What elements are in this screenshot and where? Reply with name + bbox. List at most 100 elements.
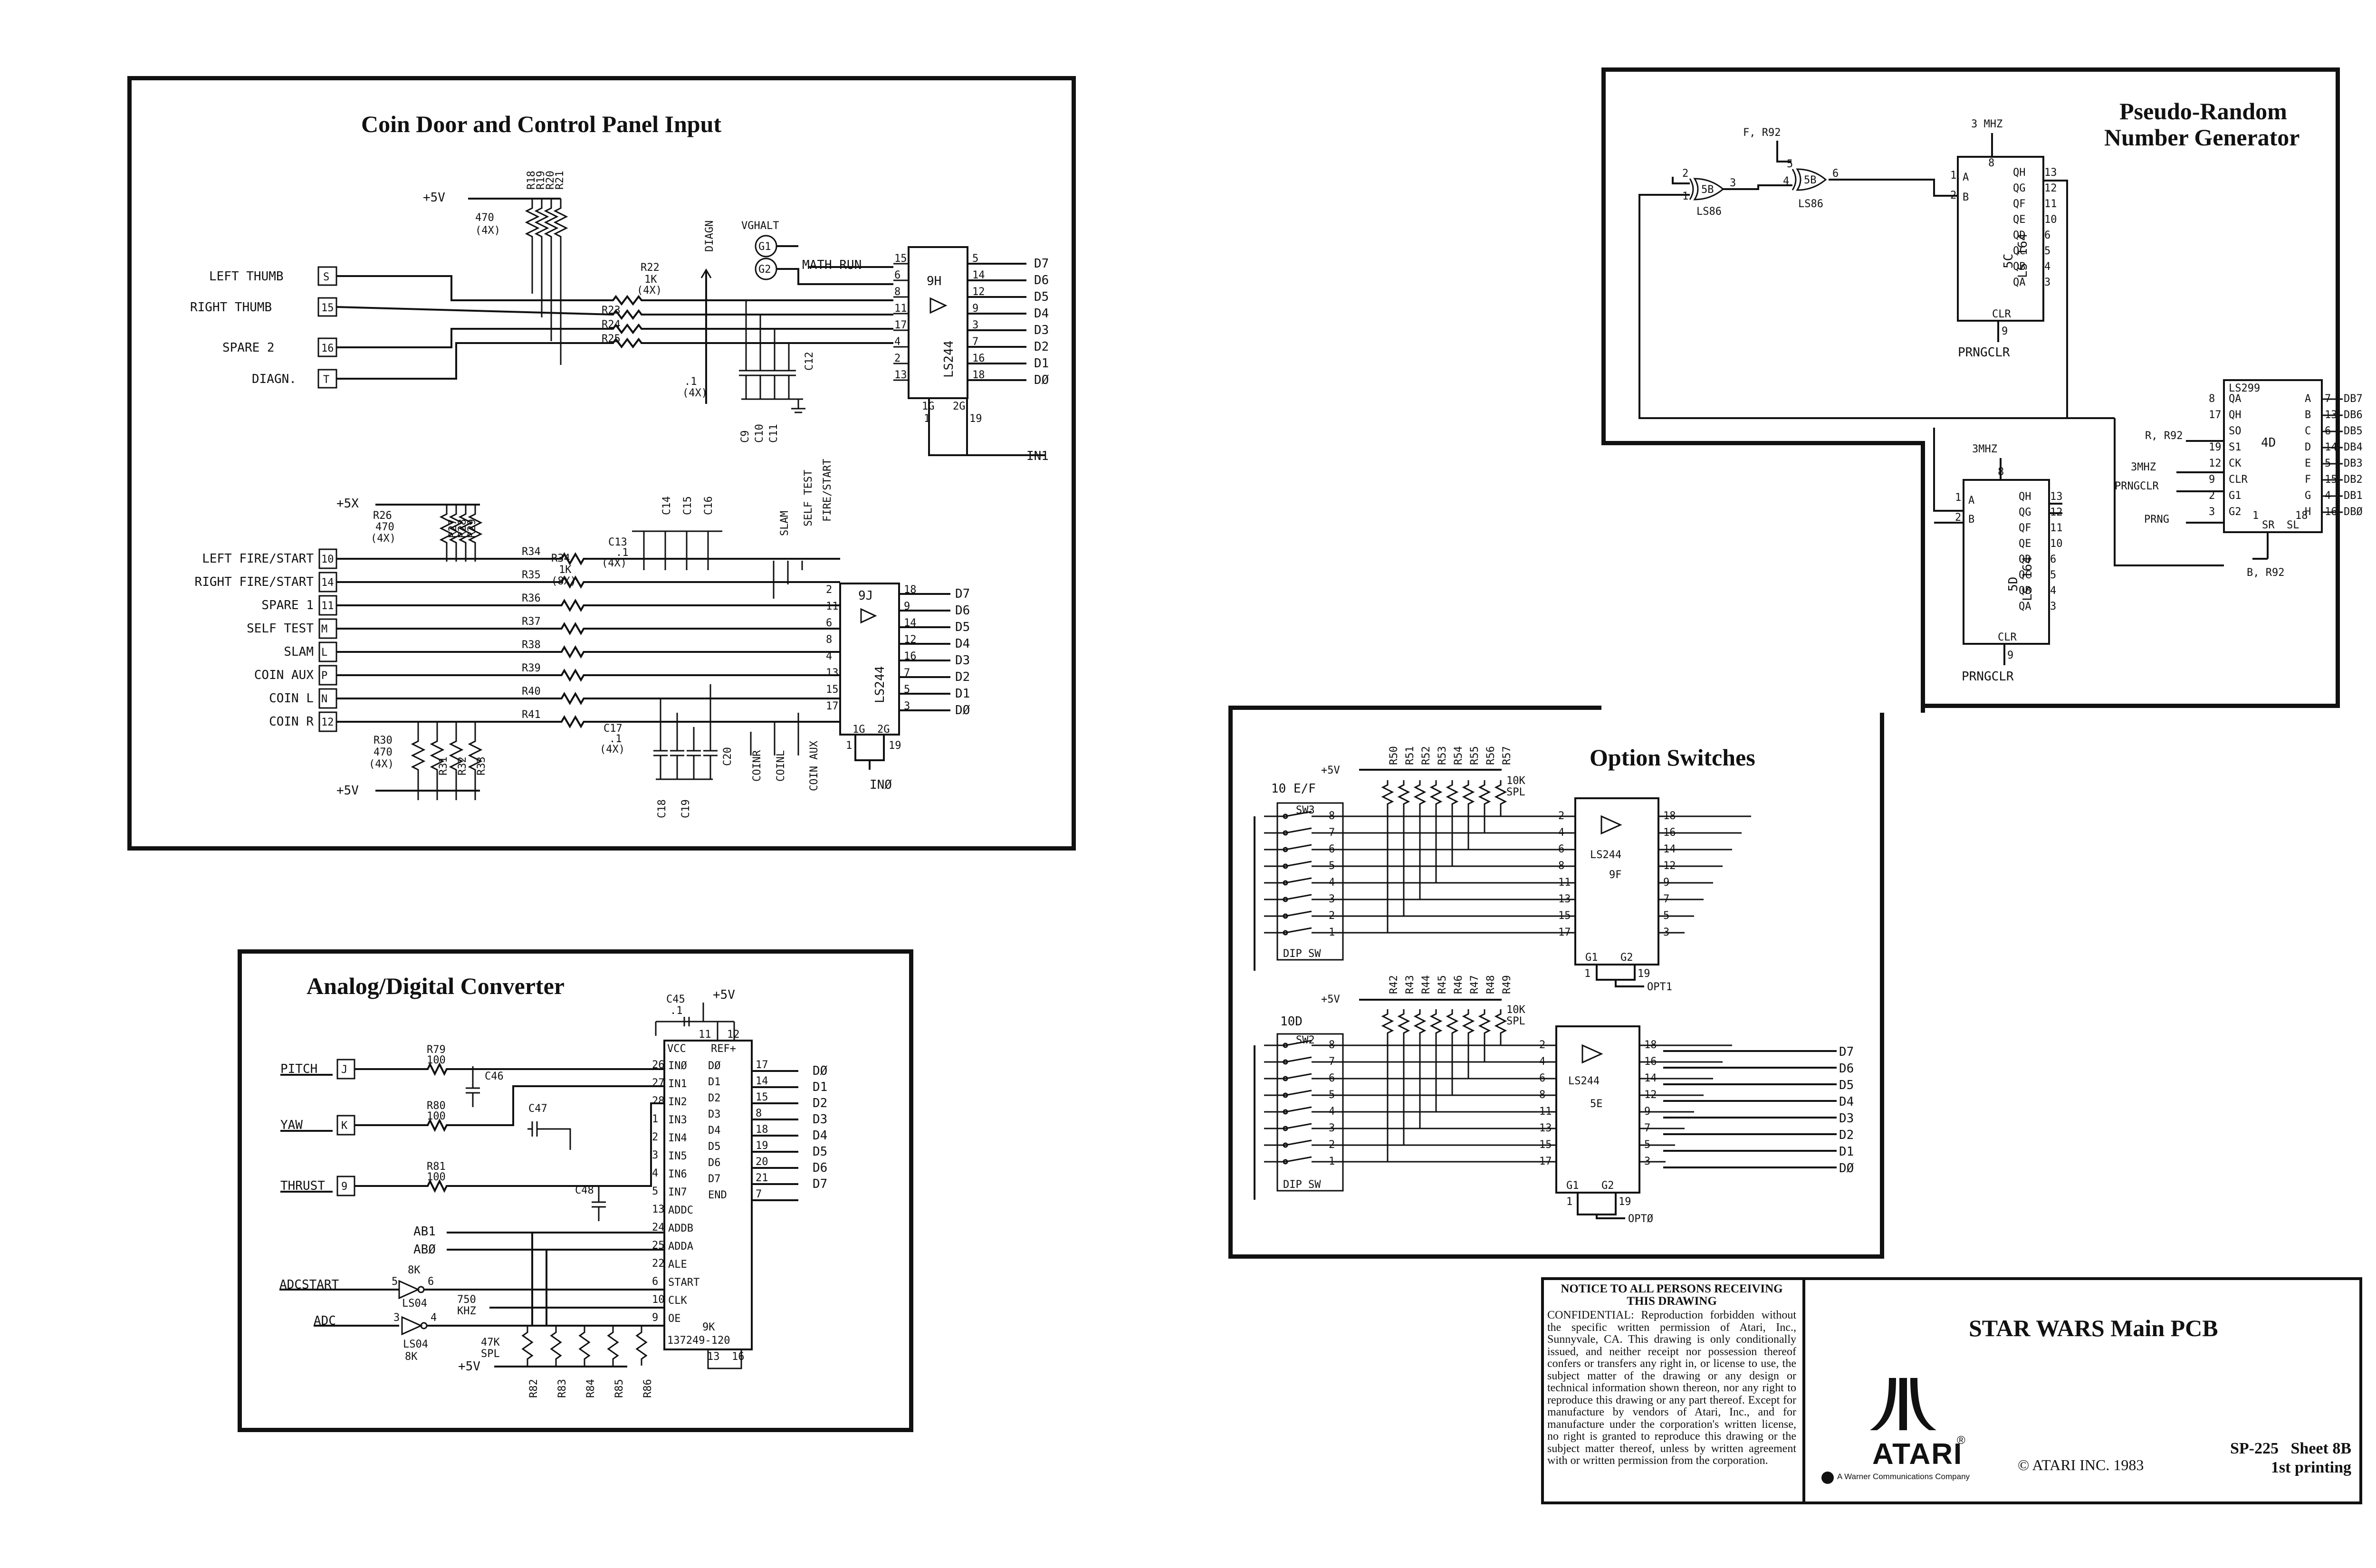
cd-chip-9j: [839, 583, 900, 736]
prng-sr-out-pin: 6: [2044, 229, 2050, 241]
adc-ab0: ABØ: [413, 1243, 436, 1257]
adc-right-pin-name: D6: [708, 1157, 721, 1169]
cd-bottom-caps-top: [632, 530, 722, 570]
adc-gate1-part: LS04: [402, 1298, 427, 1310]
cd-math-run: MATH RUN: [802, 258, 862, 272]
prng-4d-sl: SL: [2287, 519, 2299, 531]
cd-9j-out-label: D3: [955, 653, 970, 668]
adc-pullup-ref: R85: [613, 1379, 625, 1398]
cd-g1: G1: [758, 241, 771, 253]
cd-r26-qty: (4X): [371, 533, 396, 545]
prng-5d-a: A: [1968, 495, 1974, 507]
opt-9f-part: LS244: [1590, 849, 1621, 861]
adc-input-pin: 9: [341, 1181, 347, 1193]
prng-sr-out-pin: 11: [2050, 522, 2063, 534]
opt-bot-pullup-val: 10K: [1506, 1004, 1525, 1016]
adc-left-pin-name: IN4: [668, 1132, 687, 1144]
adc-left-pin-num: 5: [652, 1186, 658, 1197]
prng-5d-clr: CLR: [1998, 631, 2017, 643]
prng-4d-left-name: CLR: [2229, 474, 2248, 486]
prng-4d-left-name: S1: [2229, 441, 2242, 453]
atari-wordmark: ATARI: [1872, 1438, 1963, 1471]
adc-right-pin-num: 18: [756, 1124, 768, 1136]
cd-diagn-label: DIAGN: [704, 220, 716, 252]
cd-r21: R21: [554, 171, 566, 190]
adc-input-pin: J: [341, 1064, 347, 1076]
adc-clock-val: 750: [457, 1294, 476, 1306]
cd-c16: C16: [703, 496, 715, 515]
prng-4d-left-name: QA: [2229, 393, 2242, 405]
opt-bot-dip: DIP SW: [1283, 1179, 1321, 1191]
prng-4d-pin-18: 18: [2295, 510, 2308, 522]
cd-input-left-thumb: LEFT THUMB: [209, 269, 284, 284]
cd-c11: C11: [768, 424, 780, 443]
cd-bottom-input-pin: N: [321, 693, 327, 705]
adc-left-pin-name: IN3: [668, 1114, 687, 1126]
cd-r24: R24: [602, 319, 621, 331]
prng-5c-a-pin: 1: [1950, 170, 1956, 182]
adc-left-pin-name: ADDA: [668, 1241, 693, 1252]
adc-right-pin-num: 7: [756, 1188, 762, 1200]
cd-9h-out-pin: 5: [972, 253, 978, 265]
cd-series-ref: R34: [522, 546, 541, 558]
cd-9h-in-pin: 6: [894, 269, 901, 281]
adc-input-pin: K: [341, 1120, 348, 1132]
cd-9h-out-pin: 12: [972, 286, 985, 298]
cd-r23: R23: [602, 305, 621, 316]
cd-bottom-input-label: SPARE 1: [261, 598, 314, 612]
cd-pin-t: T: [323, 374, 329, 386]
prng-4d-data-out: DBØ: [2344, 506, 2363, 518]
cd-r22-val: 1K: [644, 274, 657, 286]
adc-pullup-ref: R86: [642, 1379, 654, 1398]
cd-series-ref: R38: [522, 639, 541, 651]
cd-9j-in-pin: 17: [826, 700, 839, 712]
cd-bottom-input-label: LEFT FIRE/START: [202, 552, 314, 566]
adc-right-pin-name: END: [708, 1189, 727, 1201]
adc-right-pin-name: DØ: [708, 1060, 721, 1072]
cd-9j-out-label: D1: [955, 687, 970, 701]
cd-r18: R18: [526, 171, 537, 190]
opt-9f-ref: 9F: [1609, 869, 1622, 881]
cd-v-coinaux: COIN AUX: [808, 740, 820, 791]
cd-9h-g1: 1G: [922, 401, 935, 412]
adc-left-pin-name: IN2: [668, 1096, 687, 1108]
cd-r34: R34: [551, 553, 570, 564]
opt-sw-pin: 3: [1329, 1122, 1335, 1134]
prng-chip-4d: [2223, 379, 2323, 533]
prng-4d-left-pin: 2: [2209, 490, 2215, 502]
cd-9h-in-pin: 2: [894, 353, 901, 364]
cd-v-selftest: SELF TEST: [803, 470, 814, 526]
opt-pullup-ref: R49: [1501, 975, 1513, 994]
cd-chip-9j-name: 9J: [858, 589, 873, 603]
prng-sr-5d: [1963, 479, 2050, 645]
adc-right-pin-name: D2: [708, 1092, 721, 1104]
cd-in0: INØ: [870, 778, 892, 792]
notice-block: NOTICE TO ALL PERSONS RECEIVING THIS DRA…: [1547, 1283, 1796, 1467]
adc-pullup-val: 47K: [481, 1337, 500, 1348]
prng-sr-out-name: QF: [2019, 522, 2031, 534]
cd-r34-val: 1K: [559, 564, 572, 576]
opt-5e-g2-pin: 19: [1619, 1196, 1631, 1208]
adc-c45: C45: [666, 994, 685, 1005]
adc-gate2-out: 4: [431, 1312, 437, 1324]
opt-pullup-ref: R42: [1388, 975, 1400, 994]
prng-notch: [1601, 441, 1925, 713]
cd-9h-out-label: D5: [1034, 290, 1049, 304]
opt-sw-pin: 8: [1329, 1039, 1335, 1051]
cd-c19: C19: [680, 799, 692, 818]
cd-v-coinr: COINR: [751, 750, 763, 782]
cd-chip-9h-name: 9H: [927, 274, 941, 288]
adc-data-out: D3: [813, 1112, 827, 1127]
opt-5e-ref: 5E: [1590, 1098, 1603, 1110]
cd-pack-qty: (4X): [475, 225, 500, 237]
atari-fuji-logo: [1870, 1378, 1936, 1430]
opt-top-loc: 10 E/F: [1271, 782, 1316, 796]
cd-9j-out-label: DØ: [955, 703, 970, 717]
adc-vcc: VCC: [667, 1043, 686, 1055]
prng-4d-left-pin: 17: [2209, 409, 2222, 421]
